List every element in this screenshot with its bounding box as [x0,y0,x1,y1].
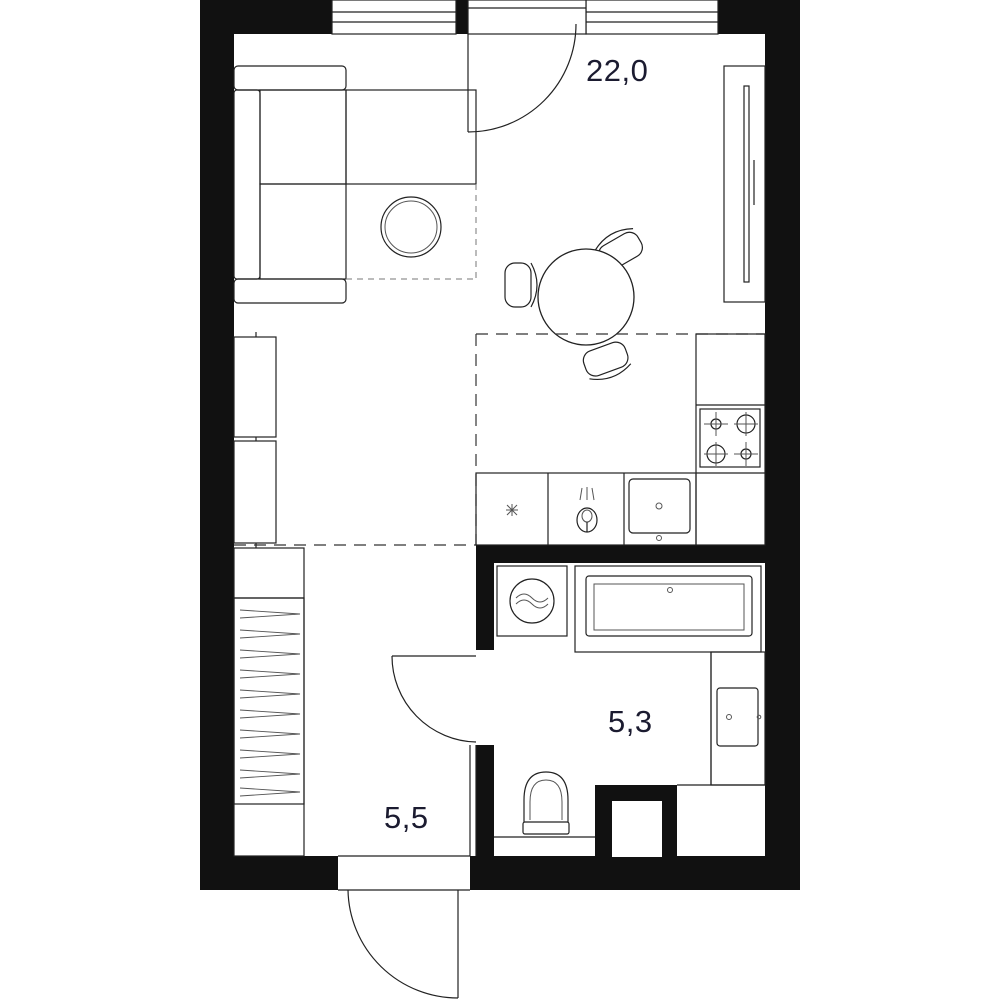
windows [331,0,719,35]
stove-icon [699,408,761,468]
room-area-living: 22,0 [586,53,648,88]
ventilation-shaft [612,801,662,857]
balcony-door [467,0,587,133]
wardrobe-icon [233,547,305,857]
walls [200,0,800,890]
fridge-icon [506,504,518,516]
window-top-right [585,0,719,35]
side-cabinets [233,332,277,548]
entrance-door [338,855,470,999]
bathroom-door [391,655,477,856]
coffee-table-icon [380,196,442,258]
tv-stand-icon [723,65,766,303]
room-area-bathroom: 5,3 [608,704,653,739]
toilet-icon [494,771,595,838]
washing-machine-icon [496,565,568,637]
window-top-left [331,0,457,35]
zone-boundaries [234,333,765,546]
room-area-hallway: 5,5 [384,800,429,835]
sink-icon [628,478,691,541]
dishwasher-icon [576,487,598,533]
bathtub-icon [574,565,762,653]
kitchen-counter [475,333,766,546]
sofa-icon [233,65,477,304]
bathroom-partitions [677,652,765,786]
vanity-icon [710,651,766,786]
dining-table-icon [504,228,643,380]
